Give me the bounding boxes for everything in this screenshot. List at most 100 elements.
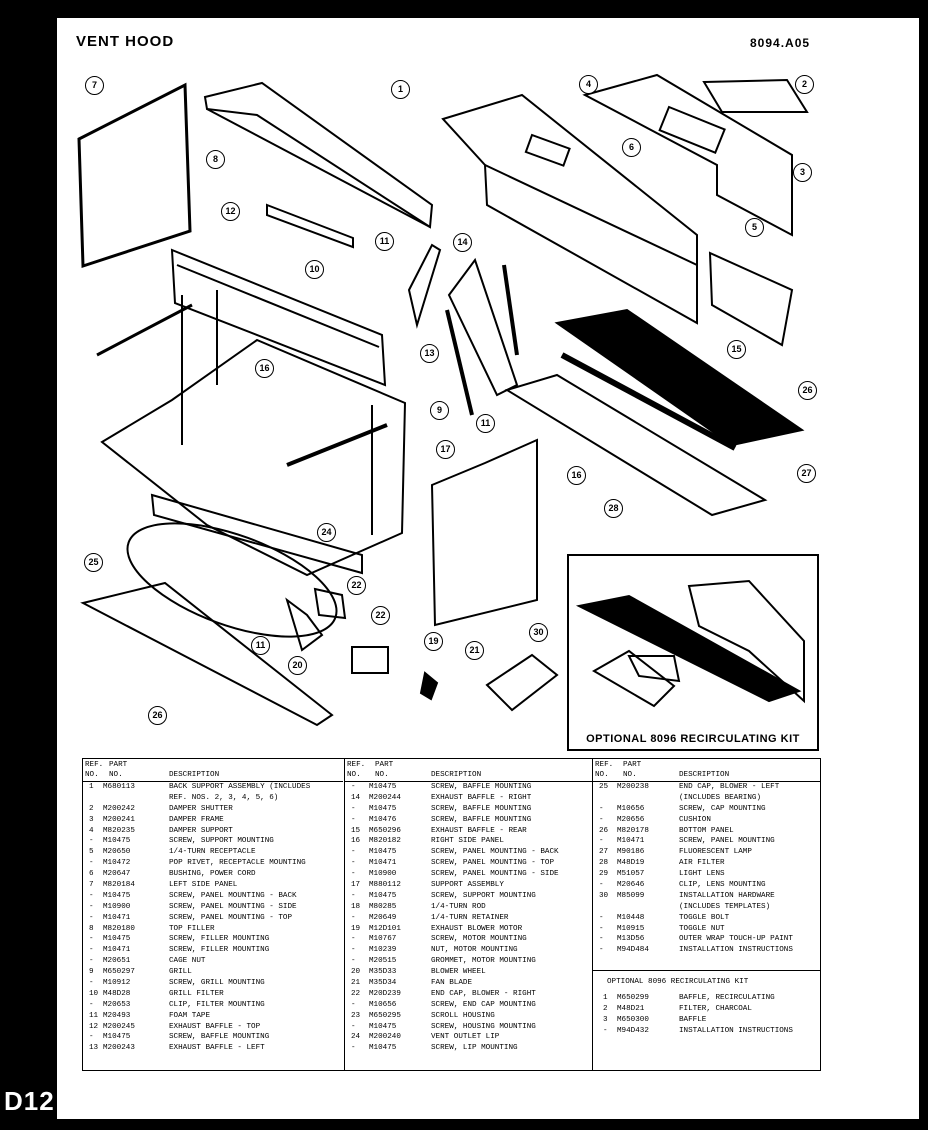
row-description: VENT OUTLET LIP	[431, 1033, 500, 1042]
row-part-number: M200244	[369, 793, 401, 802]
row-ref: 8	[89, 924, 94, 933]
row-part-number: M200242	[103, 804, 135, 813]
header-description: DESCRIPTION	[169, 771, 220, 779]
row-part-number: M48D19	[617, 859, 645, 868]
damper-shutter-shape	[702, 78, 809, 113]
row-ref: -	[351, 870, 356, 879]
row-description: BLOWER WHEEL	[431, 968, 486, 977]
header-part: PART	[623, 761, 642, 769]
row-description: SCREW, BAFFLE MOUNTING	[431, 804, 532, 813]
callout-19: 19	[424, 632, 443, 651]
row-part-number: M10767	[369, 935, 397, 944]
kit-row-ref: 2	[603, 1005, 608, 1014]
row-ref: -	[89, 891, 94, 900]
page-identifier: D12	[4, 1086, 55, 1116]
row-description: SCREW, PANEL MOUNTING - SIDE	[169, 902, 297, 911]
kit-row-ref: 3	[603, 1016, 608, 1025]
callout-13: 13	[420, 344, 439, 363]
row-part-number: M10900	[369, 870, 397, 879]
callout-21: 21	[465, 641, 484, 660]
header-part-no: NO.	[375, 771, 389, 779]
row-description: SCREW, PANEL MOUNTING - TOP	[431, 859, 555, 868]
row-description: 1/4-TURN ROD	[431, 902, 486, 911]
row-description: EXHAUST BAFFLE - REAR	[431, 826, 527, 835]
row-description: CLIP, LENS MOUNTING	[679, 881, 766, 890]
fan-blade-shape	[419, 671, 439, 701]
row-part-number: M200241	[103, 815, 135, 824]
callout-1: 1	[391, 80, 410, 99]
row-part-number: M820184	[103, 881, 135, 890]
row-ref: 10	[89, 989, 99, 998]
row-part-number: M20650	[103, 848, 131, 857]
vent-outlet-lip-shape	[150, 493, 363, 575]
damper-support-shape	[582, 73, 793, 237]
row-ref: -	[351, 1022, 356, 1031]
kit-row-part-number: M650299	[617, 994, 649, 1003]
header-part: PART	[375, 761, 394, 769]
row-part-number: M10656	[617, 804, 645, 813]
callout-5: 5	[745, 218, 764, 237]
row-ref: -	[351, 891, 356, 900]
row-description: SUPPORT ASSEMBLY	[431, 881, 504, 890]
row-description: FLUORESCENT LAMP	[679, 848, 752, 857]
row-part-number: M650295	[369, 1011, 401, 1020]
row-ref: -	[351, 1000, 356, 1009]
row-ref: 23	[351, 1011, 361, 1020]
row-ref: 6	[89, 870, 94, 879]
row-part-number: M10472	[103, 859, 131, 868]
row-description: (INCLUDES BEARING)	[679, 793, 762, 802]
row-ref: -	[89, 837, 94, 846]
callout-15: 15	[727, 340, 746, 359]
exhaust-baffle-top-shape	[266, 203, 354, 249]
row-ref: -	[351, 957, 356, 966]
callout-20: 20	[288, 656, 307, 675]
header-ref-no: NO.	[595, 771, 609, 779]
row-ref: -	[89, 902, 94, 911]
header-ref: REF.	[85, 761, 104, 769]
table-row: (INCLUDES TEMPLATES)	[593, 902, 821, 913]
air-filter-shape	[554, 308, 805, 447]
kit-row-description: INSTALLATION INSTRUCTIONS	[679, 1026, 793, 1035]
row-description: SCREW, PANEL MOUNTING	[679, 837, 775, 846]
bottom-frame-shape	[100, 338, 407, 577]
row-part-number: M13D56	[617, 935, 645, 944]
row-description: DAMPER FRAME	[169, 815, 224, 824]
row-ref: 21	[351, 979, 361, 988]
row-description: SCREW, CAP MOUNTING	[679, 804, 766, 813]
optional-kit-caption: OPTIONAL 8096 RECIRCULATING KIT	[586, 733, 800, 745]
callout-6: 6	[622, 138, 641, 157]
callout-14: 14	[453, 233, 472, 252]
page-title: VENT HOOD	[76, 33, 175, 50]
row-description: EXHAUST BLOWER MOTOR	[431, 924, 523, 933]
row-description: SCREW, SUPPORT MOUNTING	[169, 837, 274, 846]
callout-26: 26	[148, 706, 167, 725]
callout-10: 10	[305, 260, 324, 279]
row-ref: -	[599, 804, 604, 813]
row-part-number: M20647	[103, 870, 131, 879]
row-ref: -	[599, 935, 604, 944]
callout-7: 7	[85, 76, 104, 95]
row-description: END CAP, BLOWER - LEFT	[679, 783, 780, 791]
row-ref: 11	[89, 1011, 99, 1020]
row-part-number: M48D28	[103, 989, 131, 998]
row-ref: 1	[89, 783, 94, 791]
row-ref: -	[351, 859, 356, 868]
row-description: SCREW, HOUSING MOUNTING	[431, 1022, 536, 1031]
row-ref: -	[351, 935, 356, 944]
row-part-number: M10915	[617, 924, 645, 933]
row-ref: 29	[599, 870, 609, 879]
